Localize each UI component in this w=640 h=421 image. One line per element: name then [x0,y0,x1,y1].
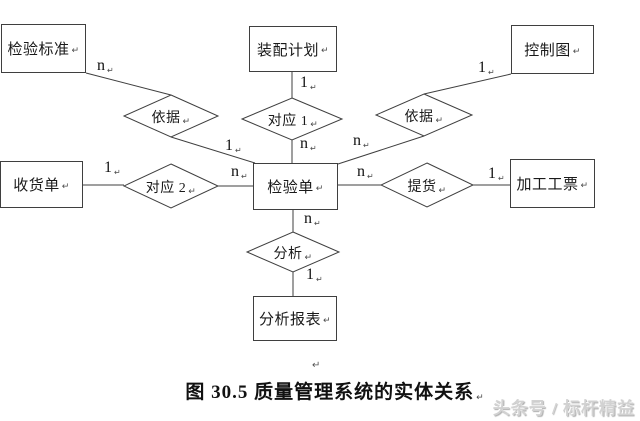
cardinality-control-chart-basis-right: 1↵ [478,59,495,78]
watermark-text: 头条号 / 标杆精益 [492,399,635,418]
relationship-label-basis-left: 依据↵ [151,107,190,127]
entity-assembly-plan: 装配计划↵ [249,26,337,72]
return-mark-icon: ↵ [320,46,330,56]
cardinality-text: 1 [225,137,233,154]
cardinality-inspection-sheet-pickup: n↵ [357,163,374,182]
cardinality-text: 1 [306,266,314,283]
return-mark-icon: ↵ [312,360,321,371]
return-mark-icon: ↵ [476,393,485,403]
return-mark-icon: ↵ [71,45,80,56]
cardinality-assembly-plan-correspond-1: 1↵ [300,74,317,93]
entity-inspection-sheet: 检验单↵ [253,163,338,210]
return-mark-icon: ↵ [572,46,581,57]
cardinality-inspection-sheet-analysis: n↵ [304,210,321,229]
return-mark-icon: ↵ [322,315,332,326]
return-mark-icon: ↵ [61,181,70,192]
return-mark-icon: ↵ [241,172,248,181]
return-mark-icon: ↵ [580,180,589,191]
return-mark-icon: ↵ [114,168,121,177]
return-mark-icon: ↵ [435,116,444,126]
relationship-text: 依据 [151,111,181,126]
cardinality-inspection-standard-basis-left: n↵ [97,57,114,76]
diamond-basis-right [374,93,474,137]
cardinality-text: 1 [488,165,496,182]
relationship-text: 提货 [407,180,437,195]
cardinality-pickup-process-ticket: 1↵ [488,165,505,184]
entity-label: 控制图 [524,43,571,59]
return-mark-icon: ↵ [498,174,505,183]
line-basis-left-to-inspection-sheet [170,136,256,164]
return-mark-icon: ↵ [363,141,370,150]
relationship-label-analysis: 分析↵ [273,243,312,263]
return-mark-icon: ↵ [310,120,319,130]
caption-text: 图 30.5 质量管理系统的实体关系 [185,382,475,403]
relationship-label-pickup: 提货↵ [407,176,446,196]
diamond-correspond-2 [122,163,220,209]
entity-inspection-standard: 检验标准↵ [1,24,86,73]
entity-process-ticket: 加工工票↵ [510,159,595,208]
line-inspection-standard-to-basis-left [85,72,172,96]
line-basis-right-to-inspection-sheet [337,135,425,165]
entity-label: 装配计划 [256,42,319,59]
line-control-chart-to-basis-right [423,73,512,95]
relationship-label-correspond-1: 对应 1↵ [268,110,319,130]
relationship-text: 依据 [404,110,434,125]
entity-label: 分析报表 [258,312,321,328]
entity-label: 检验单 [267,180,314,196]
entity-receipt-note: 收货单↵ [0,161,83,208]
diamond-correspond-1 [240,97,344,141]
cardinality-basis-right-inspection-sheet: n↵ [353,132,370,151]
return-mark-icon: ↵ [488,68,495,77]
return-mark-icon: ↵ [235,146,242,155]
entity-label: 收货单 [13,178,60,194]
cardinality-basis-left-inspection-sheet: 1↵ [225,137,242,156]
cardinality-text: 1 [104,159,112,176]
entity-analysis-report: 分析报表↵ [253,296,337,341]
cardinality-correspond-1-inspection-sheet: n↵ [300,135,317,154]
return-mark-icon: ↵ [314,219,321,228]
return-mark-icon: ↵ [107,66,114,75]
relationship-text: 分析 [273,247,303,262]
relationship-label-correspond-2: 对应 2↵ [146,177,197,197]
relationship-label-basis-right: 依据↵ [404,106,443,126]
entity-control-chart: 控制图↵ [511,25,594,74]
cardinality-text: n [353,132,361,149]
diamond-pickup [379,162,475,208]
cardinality-text: 1 [478,59,486,76]
entity-label: 加工工票 [516,177,579,193]
return-mark-icon: ↵ [315,183,324,194]
relationship-text: 对应 2 [145,181,187,196]
cardinality-text: n [304,210,312,227]
cardinality-text: n [97,57,105,74]
return-mark-icon: ↵ [310,144,317,153]
cardinality-analysis-analysis-report: 1↵ [306,266,323,285]
return-mark-icon: ↵ [438,186,447,196]
cardinality-correspond-2-inspection-sheet: n↵ [231,163,248,182]
return-mark-icon: ↵ [188,187,197,197]
diamond-basis-left [122,94,220,138]
return-mark-icon: ↵ [367,172,374,181]
diamond-analysis [245,231,341,273]
return-mark-icon: ↵ [310,83,317,92]
cardinality-text: n [231,163,239,180]
figure-caption: 图 30.5 质量管理系统的实体关系↵ [185,377,484,404]
cardinality-text: n [357,163,365,180]
cardinality-receipt-note-correspond-2: 1↵ [104,159,121,178]
entity-label: 检验标准 [7,42,70,58]
return-mark-icon: ↵ [182,117,191,127]
cardinality-text: n [300,135,308,152]
return-mark-icon: ↵ [316,275,323,284]
return-mark-icon: ↵ [304,253,313,263]
cardinality-text: 1 [300,74,308,91]
relationship-text: 对应 1 [267,114,309,129]
